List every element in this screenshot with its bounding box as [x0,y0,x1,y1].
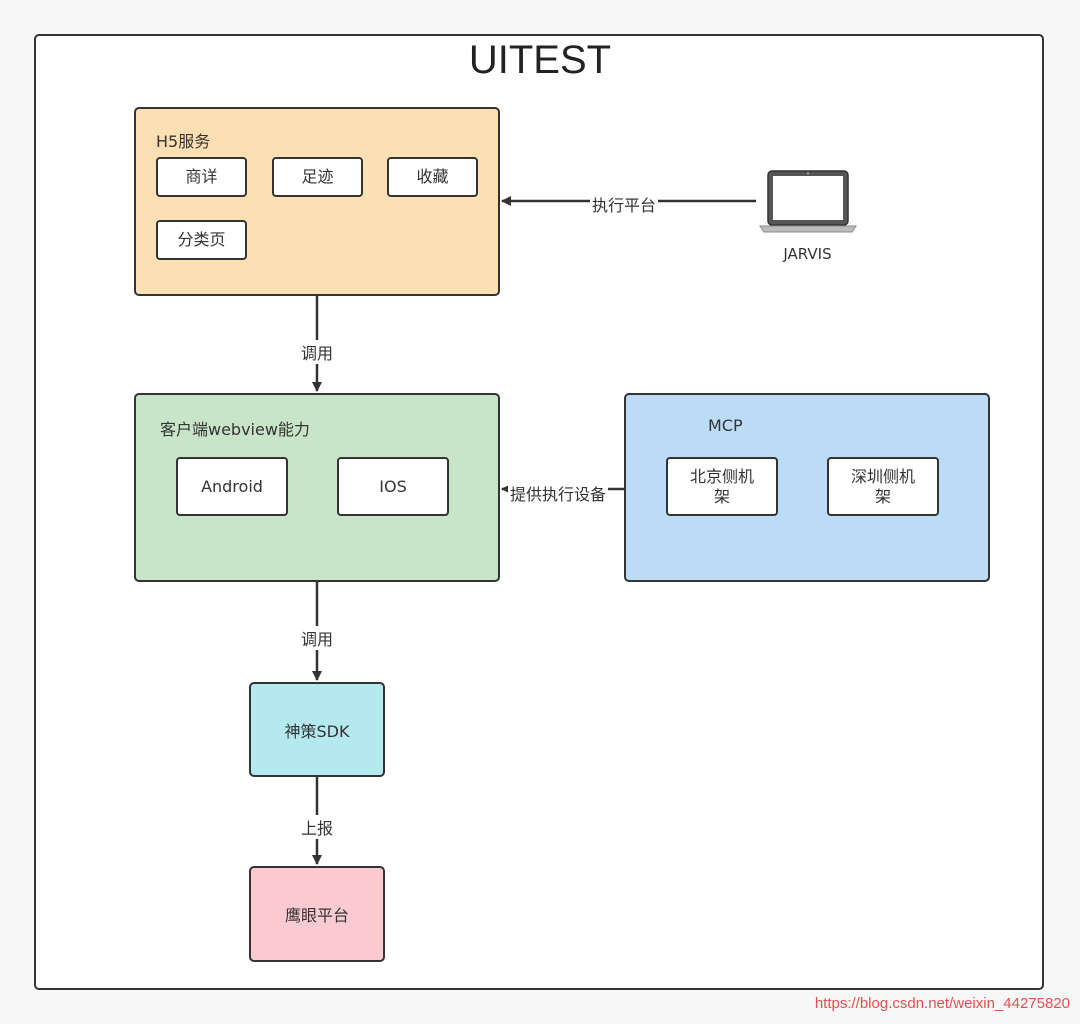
client-webview-box: 客户端webview能力 Android IOS [134,393,500,582]
h5-item-favorites: 收藏 [387,157,478,197]
mcp-box: MCP 北京侧机架 深圳侧机架 [624,393,990,582]
watermark: https://blog.csdn.net/weixin_44275820 [814,995,1070,1012]
h5-item-footprint: 足迹 [272,157,363,197]
platform-box: 鹰眼平台 [249,866,385,962]
diagram-title: UITEST [468,38,612,82]
edge-label-call-2: 调用 [299,626,336,650]
h5-service-label: H5服务 [156,132,211,151]
client-item-ios: IOS [337,457,449,516]
edge-label-call-1: 调用 [299,340,336,364]
mcp-item-shenzhen-rack: 深圳侧机架 [827,457,939,516]
h5-item-category-page: 分类页 [156,220,247,260]
h5-item-product-detail: 商详 [156,157,247,197]
client-item-android: Android [176,457,288,516]
sdk-box: 神策SDK [249,682,385,777]
h5-service-box: H5服务 商详 足迹 收藏 分类页 [134,107,500,296]
mcp-item-beijing-rack-label: 北京侧机架 [689,466,754,506]
edge-label-report: 上报 [299,815,336,839]
edge-label-provide-devices: 提供执行设备 [508,481,609,505]
jarvis-label: JARVIS [783,245,832,263]
platform-label: 鹰眼平台 [284,906,349,925]
mcp-item-beijing-rack: 北京侧机架 [666,457,778,516]
edge-label-execution-platform: 执行平台 [590,192,659,216]
client-webview-label: 客户端webview能力 [160,420,310,439]
mcp-label: MCP [708,416,743,435]
sdk-label: 神策SDK [284,721,350,741]
laptop-icon [759,170,857,233]
mcp-item-shenzhen-rack-label: 深圳侧机架 [850,466,915,506]
